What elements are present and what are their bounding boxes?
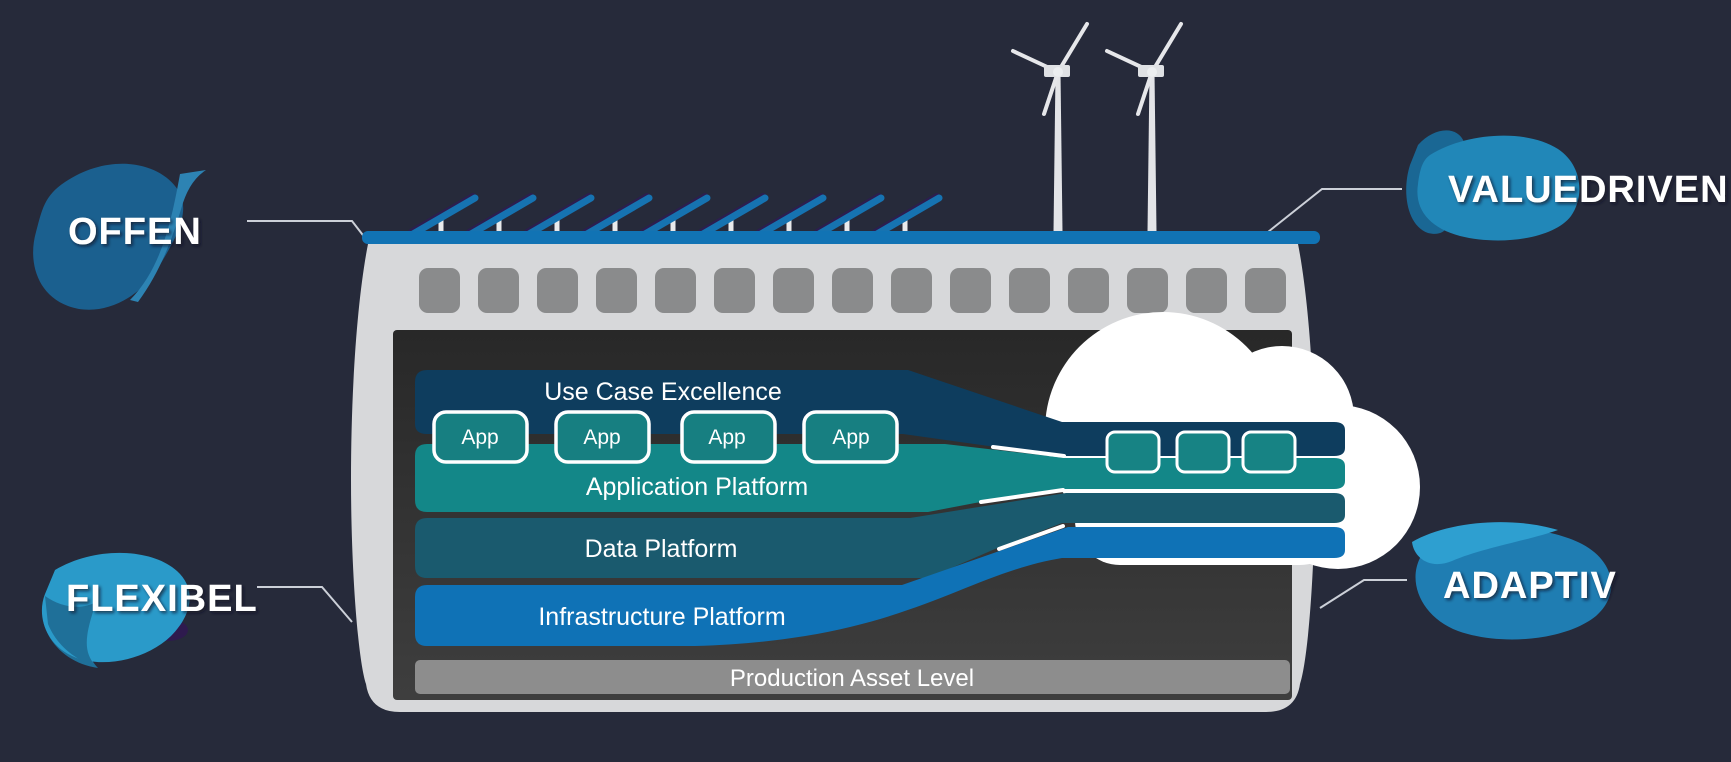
connector-adaptiv	[1319, 579, 1407, 609]
label-infrastructure-platform: Infrastructure Platform	[538, 603, 785, 631]
blob-adaptiv: ADAPTIV	[1412, 522, 1617, 640]
label-flexibel: FLEXIBEL	[66, 578, 258, 620]
taper-separators	[979, 445, 1066, 551]
roof-strip	[362, 231, 1320, 244]
blob-flexibel: FLEXIBEL	[41, 552, 258, 668]
app-box-label: App	[708, 426, 745, 449]
label-valuedriven: VALUEDRIVEN	[1448, 169, 1729, 211]
connector-valuedriven	[1267, 188, 1402, 233]
app-box-label: App	[832, 426, 869, 449]
cloud-app-box	[1241, 430, 1297, 474]
app-box-label: App	[461, 426, 498, 449]
windows-row	[419, 268, 1286, 313]
layer-infrastructure-platform	[415, 527, 1345, 646]
layer-production-asset-level	[415, 660, 1290, 694]
blob-offen: OFFEN	[33, 163, 206, 310]
label-adaptiv: ADAPTIV	[1443, 565, 1617, 607]
layer-data-platform	[415, 493, 1345, 578]
blob-valuedriven: VALUEDRIVEN	[1406, 130, 1729, 241]
cloud-app-boxes	[1105, 430, 1297, 474]
app-box-label: App	[583, 426, 620, 449]
layer-labels: Use Case Excellence Application Platform…	[538, 378, 974, 692]
label-data-platform: Data Platform	[585, 535, 738, 563]
cloud-app-box	[1105, 430, 1161, 474]
cloud-app-box	[1175, 430, 1231, 474]
label-production-asset-level: Production Asset Level	[730, 665, 974, 692]
label-application-platform: Application Platform	[586, 473, 808, 501]
app-boxes: App App App App	[432, 410, 899, 464]
label-offen: OFFEN	[68, 211, 202, 253]
connector-flexibel	[257, 586, 353, 623]
label-use-case-excellence: Use Case Excellence	[544, 378, 782, 406]
